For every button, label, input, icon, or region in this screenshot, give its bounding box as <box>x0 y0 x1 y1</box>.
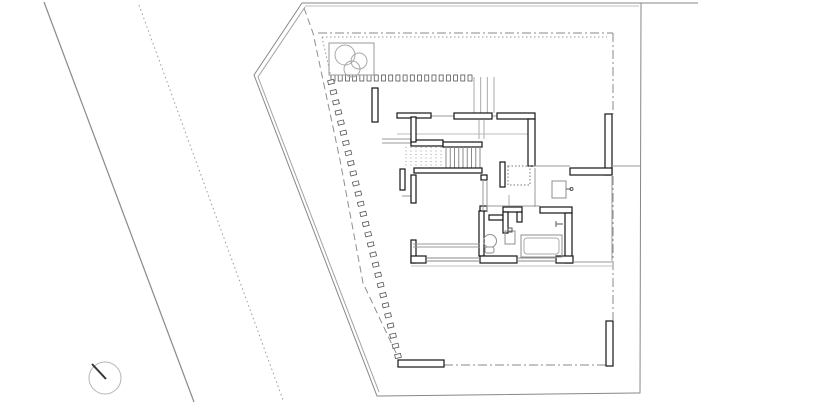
bathtub-outer <box>520 234 563 258</box>
wc-sink <box>504 230 516 245</box>
bathtub-inner <box>523 237 560 255</box>
wall-front-a <box>453 112 493 120</box>
fence-ticks-west <box>327 78 402 360</box>
wall-deck-freestanding <box>371 87 379 123</box>
fence-ticks-north <box>330 74 473 82</box>
wall-wc-top <box>488 214 504 221</box>
wall-bath-top <box>539 206 573 214</box>
wall-terrace-south <box>397 359 445 368</box>
toilet-tank <box>484 246 495 254</box>
stair-wall-lower <box>442 141 483 148</box>
bath-sink <box>551 180 567 199</box>
divider-jamb <box>480 174 488 181</box>
wall-wc-right-leg-a <box>502 211 509 234</box>
wall-shower-left <box>499 161 506 188</box>
wall-front-b <box>496 112 536 120</box>
wall-wc-right-top <box>502 206 523 213</box>
wall-west-pier <box>399 168 406 191</box>
wall-east-l-vertical <box>604 113 613 176</box>
wall-bedroom-top <box>413 167 483 174</box>
wall-wc-right-leg-b <box>516 211 523 223</box>
north-arrow-needle <box>91 363 107 380</box>
wc-sink-faucet <box>507 227 513 233</box>
wall-front-t-stem <box>410 116 417 143</box>
wall-bedroom-left-upper <box>410 174 417 204</box>
stair-void-dotted <box>405 147 442 168</box>
stair-treads <box>445 147 481 168</box>
road-edge-line <box>43 1 195 402</box>
setback-dotted-corner <box>321 36 332 78</box>
wall-facade-pier-right <box>555 255 574 264</box>
wall-east-l-horizontal <box>569 167 613 176</box>
site-boundary-outline <box>253 2 642 397</box>
wall-facade-pier-mid <box>479 255 518 264</box>
tree-canopy-3 <box>343 60 361 78</box>
bath-sink-faucet-dot <box>569 187 574 191</box>
toilet-bowl <box>483 234 497 248</box>
tree-box <box>328 42 375 76</box>
shower-dotted-square <box>507 165 531 186</box>
tree-canopy-1 <box>334 44 356 66</box>
wall-wc-left <box>478 210 485 257</box>
wall-terrace-east <box>605 320 614 367</box>
setback-dashed-west <box>303 7 398 356</box>
entry-steps-lines <box>473 77 495 113</box>
wall-facade-pier-left <box>410 255 427 264</box>
wall-front-b-leg <box>527 118 536 167</box>
site-boundary-inner-line <box>257 6 380 393</box>
